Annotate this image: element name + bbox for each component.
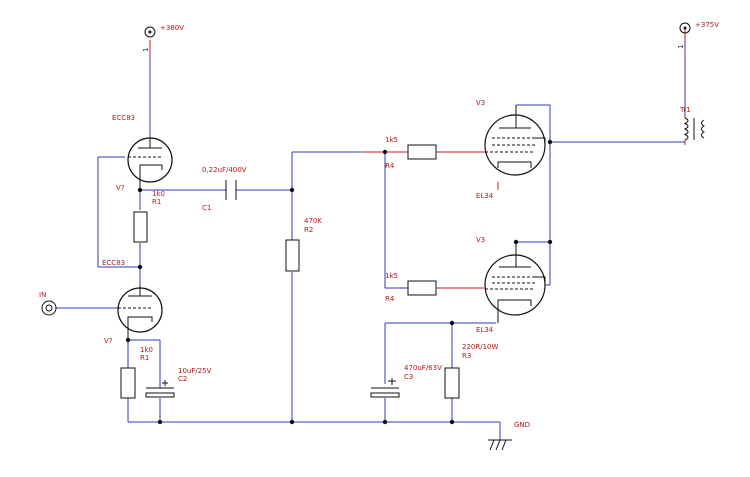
supply-pin-preamp: 1 [142,48,150,52]
supply-label-output: +375V [695,21,719,29]
triode-upper-icon [127,137,173,190]
component-leads [149,28,686,289]
supply-label-preamp: +380V [160,24,184,32]
c3-value: 470uF/63V [404,364,442,372]
resistor-r2 [285,239,300,272]
c1-value: 0,22uF/400V [202,166,247,174]
r3-value: 220R/10W [462,343,498,351]
tube2-label: ECC83 [102,259,125,267]
pentode-top-icon [484,105,546,176]
supply-terminal-output [679,22,691,34]
tube1-ref: V? [116,184,125,192]
c2-ref: C2 [178,375,187,383]
ground-label: GND [514,421,530,429]
r4-top-value: 1k5 [385,136,398,144]
tube1-label: ECC83 [112,114,135,122]
junction-dots [125,139,553,425]
transformer-icon [683,117,705,141]
v3-top-label: V3 [476,99,485,107]
capacitor-c2-icon [145,380,175,398]
resistor-r1-top [133,211,148,243]
input-jack-icon [41,300,57,316]
r4-top-ref: R4 [385,162,395,170]
capacitor-c1-icon [225,180,237,200]
resistor-r1-bottom [120,367,136,399]
v3-bottom-label: V3 [476,236,485,244]
supply-pin-output: 1 [677,45,685,49]
supply-terminal-preamp [144,26,156,38]
tr1-label: Tr1 [679,106,691,114]
c3-ref: C3 [404,373,413,381]
el34-top-label: EL34 [476,192,494,200]
el34-bottom-label: EL34 [476,326,494,334]
capacitor-c3-icon [370,378,400,398]
r1-bottom-ref: R1 [140,354,149,362]
r1-top-value: 1k0 [152,190,165,198]
c2-value: 10uF/25V [178,367,212,375]
r1-top-ref: R1 [152,198,161,206]
ground-icon [488,439,512,451]
c1-ref: C1 [202,204,211,212]
resistor-r3 [444,367,460,399]
r4-bottom-ref: R4 [385,295,395,303]
pentode-bottom-icon [484,242,546,323]
tube2-ref: V? [104,337,113,345]
r2-value: 470K [304,217,322,225]
r3-ref: R3 [462,352,471,360]
triode-lower-icon [117,285,163,340]
resistor-r4-bottom [407,280,437,296]
r1-bottom-value: 1k0 [140,346,153,354]
resistor-r4-top [407,144,437,160]
r4-bottom-value: 1k5 [385,272,398,280]
input-label: IN [39,291,46,299]
r2-ref: R2 [304,226,313,234]
wires [56,40,686,440]
